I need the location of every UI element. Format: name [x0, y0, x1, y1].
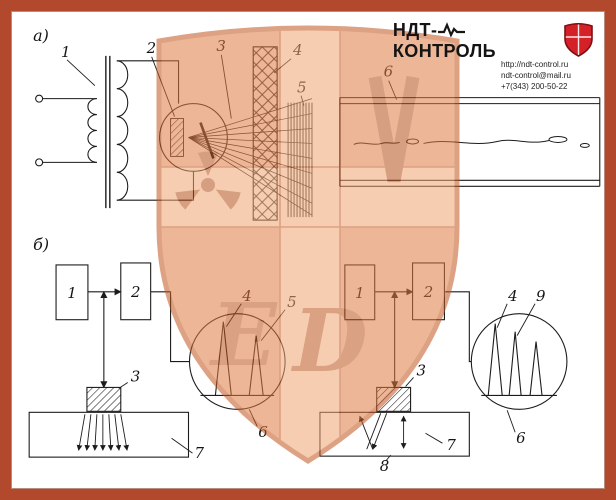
callout-plate-7: 7 — [446, 436, 456, 454]
section-b-label: б) — [33, 235, 49, 254]
box2-label: 2 — [130, 283, 141, 301]
defect-marks — [353, 135, 590, 148]
brand-name-line1: НДТ- — [392, 20, 438, 40]
callout-plate-7: 7 — [194, 444, 204, 462]
brand-wordmark: НДТ- КОНТРОЛЬ — [393, 20, 496, 61]
callout-pulse-9: 9 — [536, 287, 546, 305]
callout-screen-6: 6 — [258, 423, 268, 441]
echo-rays — [358, 413, 407, 450]
callout-4: 4 — [292, 41, 303, 59]
callout-probe-3: 3 — [417, 361, 426, 379]
box1-label: 1 — [355, 284, 365, 302]
brand-name-line2: КОНТРОЛЬ — [392, 40, 496, 61]
pulse-traces — [200, 321, 275, 396]
film-grid — [287, 102, 313, 218]
callout-reflector-8: 8 — [380, 457, 390, 475]
callout-pulse-4: 4 — [241, 287, 251, 305]
callout-2: 2 — [146, 39, 157, 57]
callout-1: 1 — [61, 43, 71, 61]
box1-label: 1 — [67, 284, 77, 302]
block-diagram-left: 1 2 3 — [28, 262, 297, 462]
callout-6: 6 — [384, 63, 394, 81]
xray-beam — [188, 98, 313, 216]
box2-label: 2 — [423, 283, 434, 301]
phone-text: +7(343) 200-50-22 — [501, 82, 568, 92]
scan-page: а) — [11, 11, 605, 489]
transformer-schematic — [35, 55, 195, 209]
callout-screen-6: 6 — [516, 429, 526, 447]
email-text: ndt-control@mail.ru — [501, 71, 571, 81]
website-text: http://ndt-control.ru — [501, 60, 569, 69]
pulse-traces — [481, 323, 557, 396]
brand-block: НДТ- КОНТРОЛЬ — [393, 20, 595, 93]
callout-probe-3: 3 — [131, 367, 141, 385]
collimator-filter — [252, 46, 278, 221]
cathode-hatch — [170, 118, 184, 157]
pulse-icon — [438, 22, 466, 39]
probe-transducer — [86, 386, 122, 412]
callout-3: 3 — [216, 37, 226, 55]
callout-pulse-4: 4 — [507, 287, 517, 305]
callout-pulse-5: 5 — [287, 293, 297, 311]
probe-transducer — [376, 386, 412, 412]
callout-5: 5 — [297, 79, 306, 97]
section-a-label: а) — [33, 26, 49, 45]
brand-shield-icon — [564, 22, 593, 57]
block-diagram-right: 1 2 3 8 — [319, 262, 568, 475]
beam-arrows — [76, 414, 130, 451]
crt-screen — [470, 313, 568, 410]
test-specimen — [339, 97, 601, 187]
brand-contacts: http://ndt-control.ru ndt-control@mail.r… — [501, 59, 571, 93]
